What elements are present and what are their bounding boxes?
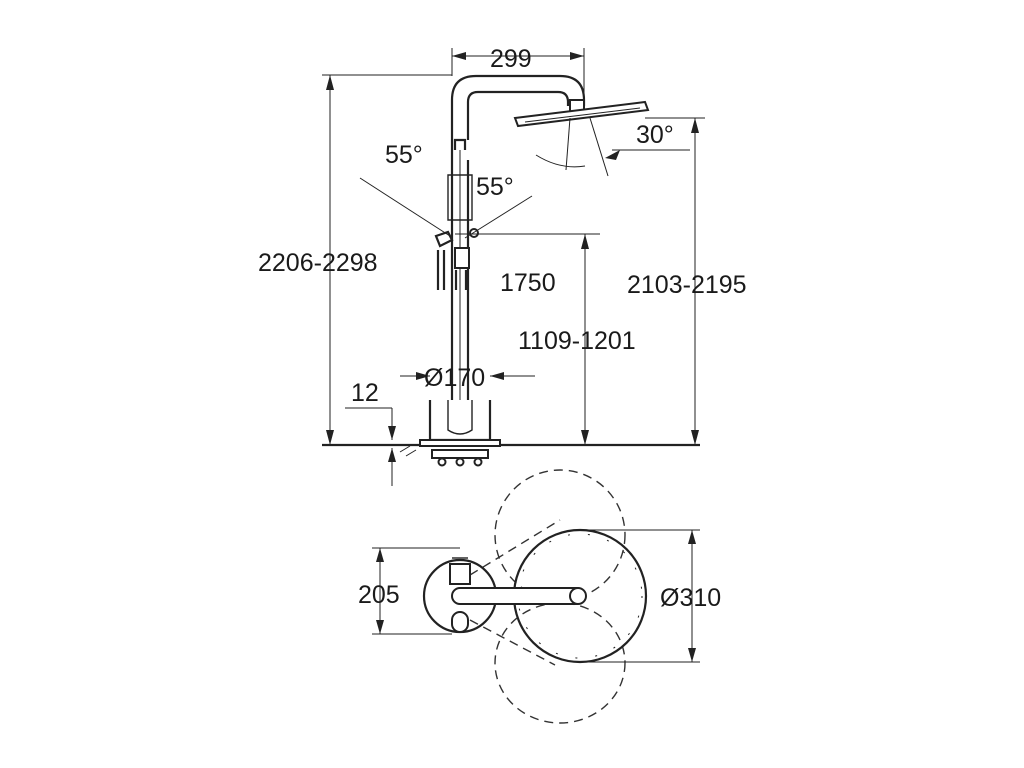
label-diameter-310: Ø310	[660, 584, 721, 612]
label-height-total: 2206-2298	[258, 249, 378, 277]
mixer-plan	[449, 563, 471, 585]
anchor-bolt-1	[437, 457, 447, 467]
shower-nozzle-ring	[517, 533, 643, 659]
dim1109-arrow-top	[581, 234, 589, 249]
label-angle-55-right: 55°	[476, 173, 514, 201]
dimtotal-arrow-bottom	[326, 430, 334, 445]
dim12-arrow-bottom	[388, 448, 396, 462]
elevation-view: 299 55° 55° 30° 2206-2298 1750 2103-2195…	[258, 45, 747, 486]
dim205-arrow-top	[376, 548, 384, 562]
label-height-head: 2103-2195	[627, 271, 747, 299]
plan-view: 205 Ø310	[358, 469, 721, 724]
hand-shower-plan	[451, 611, 469, 633]
hand-shower-handle	[436, 250, 446, 290]
hand-shower-holder	[434, 230, 454, 248]
dim205-arrow-bottom	[376, 620, 384, 634]
mixer-valve	[454, 247, 470, 269]
dim299-arrow-right	[570, 52, 584, 60]
column-lower	[450, 355, 470, 400]
swing-circle-top	[494, 469, 626, 601]
label-plan-205: 205	[358, 581, 400, 609]
arm-plan	[451, 587, 585, 605]
dim310-arrow-bottom	[688, 648, 696, 662]
label-height-1109: 1109-1201	[518, 327, 636, 355]
angle-line-right	[464, 195, 533, 239]
label-angle-55-left: 55°	[385, 141, 423, 169]
overhead-arm-outer	[450, 74, 586, 140]
dimhead-arrow-top	[691, 118, 699, 133]
dimhead-arrow-bottom	[691, 430, 699, 445]
arm-head-joint	[569, 587, 587, 605]
column-cap	[453, 138, 467, 150]
anchor-bolt-3	[473, 457, 483, 467]
overhead-arm-inner	[466, 90, 570, 140]
base-tube	[447, 400, 473, 435]
label-height-1750: 1750	[500, 269, 556, 297]
mixer-body	[447, 174, 473, 221]
dim1109-arrow-bottom	[581, 430, 589, 445]
label-diameter-170: Ø170	[424, 364, 485, 392]
swing-circle-bottom	[494, 602, 626, 724]
floor-hatch	[399, 445, 417, 457]
swing-lines	[469, 519, 561, 666]
shower-head-face	[524, 107, 641, 123]
angle30-line-a	[565, 117, 571, 171]
anchor-bolt-2	[455, 457, 465, 467]
base-plate	[419, 439, 501, 447]
dim170-arrow-left	[416, 372, 430, 380]
angle30-arc	[535, 154, 586, 168]
floor-flange	[431, 449, 489, 459]
label-angle-30: 30°	[636, 121, 674, 149]
angle-line-left	[359, 177, 451, 237]
angle30-arrow	[605, 150, 620, 160]
shower-head	[513, 100, 650, 128]
dim310-arrow-top	[688, 530, 696, 544]
mixer-stem	[454, 270, 468, 290]
dim299-arrow-left	[452, 52, 466, 60]
angle30-line-b	[589, 117, 609, 177]
label-base-12: 12	[351, 379, 379, 407]
dim12-arrow-top	[388, 426, 396, 440]
dim170-arrow-right	[490, 372, 504, 380]
dimtotal-arrow-top	[326, 75, 334, 90]
label-299: 299	[490, 45, 532, 73]
